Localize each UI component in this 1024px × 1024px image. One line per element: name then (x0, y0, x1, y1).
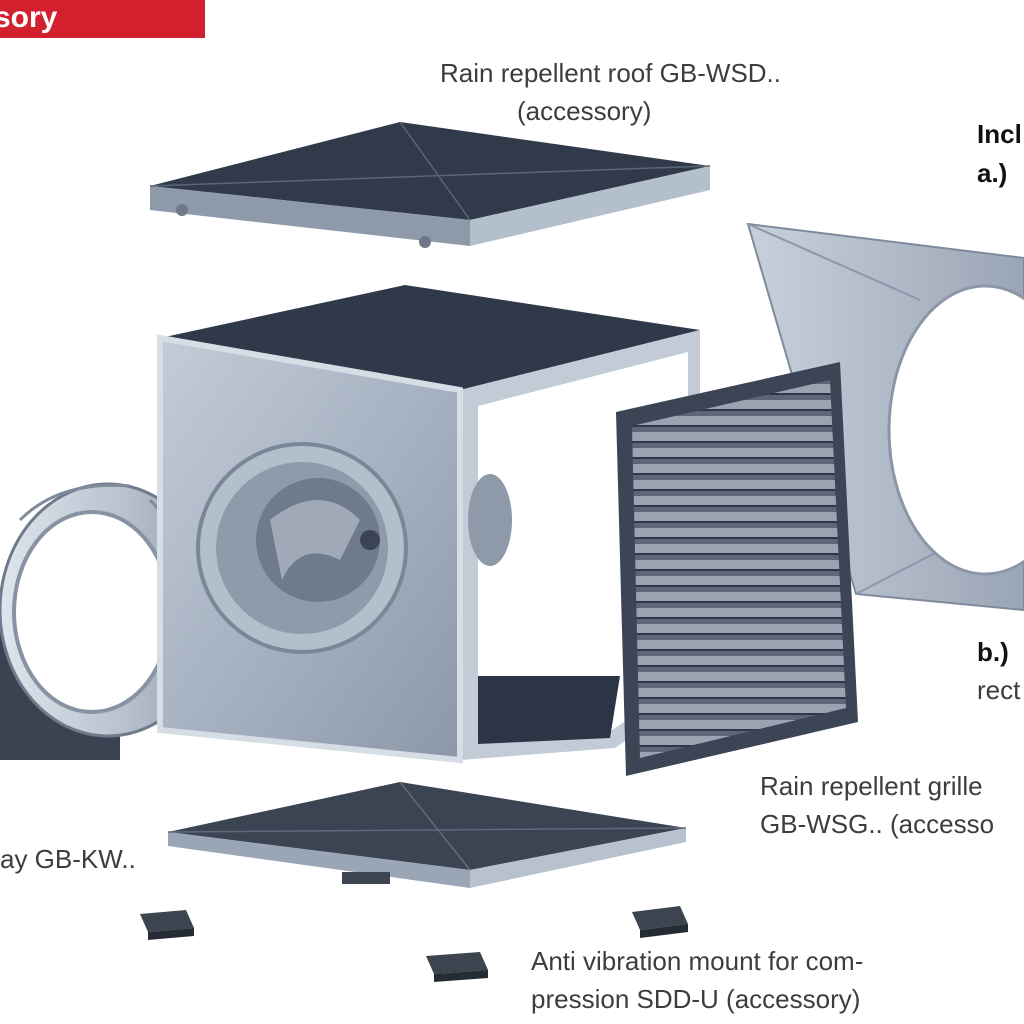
included-title: Incl (977, 119, 1022, 149)
fan-housing-box (157, 285, 700, 764)
mount-label-line1: Anti vibration mount for com- (531, 946, 864, 976)
header-band: sory (0, 0, 205, 38)
item-b-label: b.) (977, 637, 1009, 667)
roof-label-line2: (accessory) (517, 96, 652, 126)
header-title: sory (0, 1, 58, 34)
rain-roof-panel (149, 121, 711, 248)
item-a-label: a.) (977, 158, 1008, 188)
mount-label-line2: pression SDD-U (accessory) (531, 984, 861, 1014)
left-duct-label: ay GB-KW.. (0, 844, 136, 874)
base-panel (167, 781, 687, 888)
mount-front (426, 952, 488, 982)
grille-label-line1: Rain repellent grille (760, 771, 983, 801)
grille-label-line2: GB-WSG.. (accesso (760, 809, 995, 839)
item-b-text: rect (977, 675, 1021, 705)
transition-piece (746, 222, 1024, 612)
mount-left (140, 910, 194, 940)
rain-grille (616, 362, 858, 776)
mount-right (632, 906, 688, 938)
roof-label-line1: Rain repellent roof GB-WSD.. (440, 58, 782, 88)
anti-vibration-mounts (140, 906, 688, 982)
